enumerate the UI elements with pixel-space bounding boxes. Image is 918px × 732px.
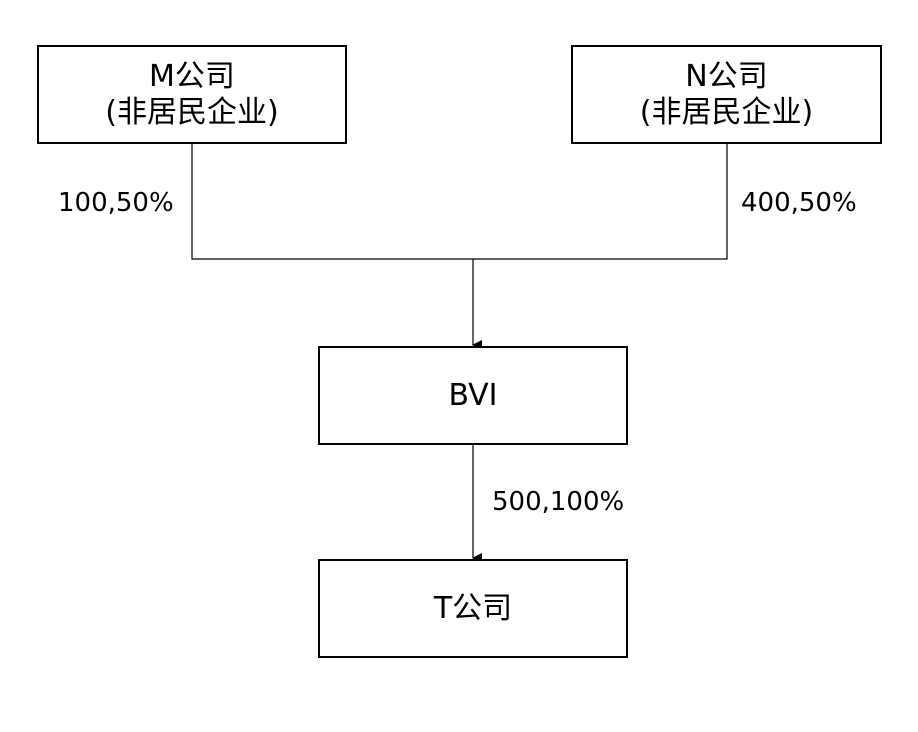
n-to-bvi-label: 400,50% <box>741 188 857 218</box>
m-to-bvi-connector <box>191 144 473 260</box>
bvi-name: BVI <box>448 377 498 413</box>
bvi-box: BVI <box>318 346 628 445</box>
company-n-box: N公司 (非居民企业) <box>571 45 882 144</box>
company-m-name: M公司 <box>149 58 235 94</box>
company-m-box: M公司 (非居民企业) <box>37 45 347 144</box>
company-t-name: T公司 <box>433 590 513 626</box>
company-n-note: (非居民企业) <box>639 94 814 130</box>
bvi-to-t-label: 500,100% <box>492 487 625 517</box>
company-n-name: N公司 <box>685 58 768 94</box>
m-to-bvi-label: 100,50% <box>58 188 174 218</box>
company-t-box: T公司 <box>318 559 628 658</box>
n-to-bvi-connector <box>473 144 728 260</box>
company-m-note: (非居民企业) <box>105 94 279 130</box>
